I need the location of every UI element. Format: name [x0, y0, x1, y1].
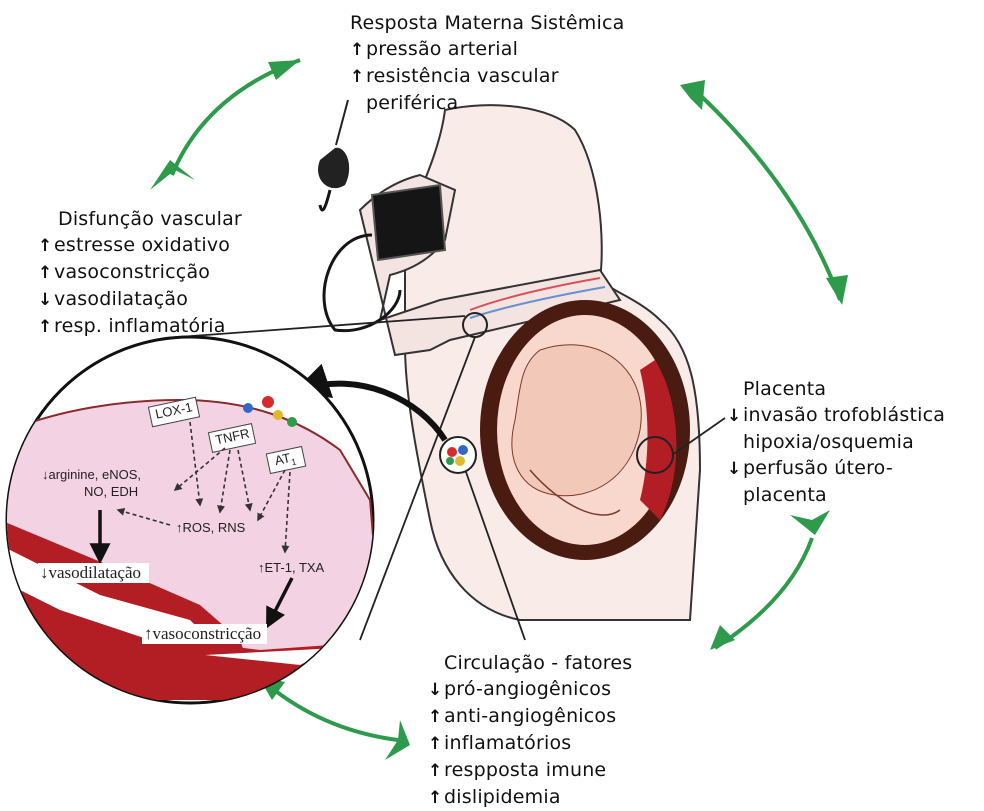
vascular-item: ↓vasodilatação [38, 286, 242, 313]
up-arrow-icon: ↑ [350, 64, 366, 90]
pregnant-figure [360, 105, 700, 620]
circulation-item: ↑anti-angiogênicos [428, 703, 632, 730]
vascular-item: ↑resp. inflamatória [38, 313, 242, 340]
up-arrow-icon: ↑ [428, 758, 444, 784]
vascular-item: ↑vasoconstricção [38, 259, 242, 286]
placenta-item: placenta [727, 482, 945, 508]
up-arrow-icon: ↑ [144, 624, 153, 643]
vascular-dysfunction-title: Disfunção vascular [38, 206, 242, 232]
vasodilation-label: ↓vasodilatação [38, 563, 149, 583]
placenta-item: ↓invasão trofoblástica [727, 402, 945, 429]
vasoconstriction-label: ↑vasoconstricção [142, 624, 267, 644]
cycle-arrow-top-left [150, 60, 300, 190]
up-arrow-icon: ↑ [428, 704, 444, 730]
circulation-title: Circulação - fatores [428, 650, 632, 676]
systemic-response-title: Resposta Materna Sistêmica [350, 10, 624, 36]
placenta-title: Placenta [727, 376, 945, 402]
et1-label: ↑ET-1, TXA [258, 560, 324, 575]
cycle-arrow-top-right [680, 80, 848, 305]
circulation-item: ↓pró-angiogênicos [428, 676, 632, 703]
cycle-arrow-right [710, 510, 830, 650]
up-arrow-icon: ↑ [38, 233, 54, 259]
placenta-item: hipoxia/osquemia [727, 429, 945, 455]
systemic-item: ↑resistência vascular [350, 63, 624, 90]
circulation-item: ↑dislipidemia [428, 784, 632, 811]
up-arrow-icon: ↑ [350, 37, 366, 63]
down-arrow-icon: ↓ [40, 563, 49, 582]
up-arrow-icon: ↑ [428, 785, 444, 811]
arginine-label: ↓arginine, eNOS, NO, EDH [42, 466, 141, 500]
circulation-item: ↑inflamatórios [428, 730, 632, 757]
ros-label: ↑ROS, RNS [176, 520, 245, 535]
up-arrow-icon: ↑ [428, 731, 444, 757]
placenta-item: ↓perfusão útero- [727, 455, 945, 482]
circulation-item: ↑respposta imune [428, 757, 632, 784]
up-arrow-icon: ↑ [38, 314, 54, 340]
placenta-block: Placenta ↓invasão trofoblástica hipoxia/… [727, 376, 945, 508]
cycle-arrow-bottom [258, 676, 410, 760]
systemic-item: periférica [350, 90, 624, 116]
down-arrow-icon: ↓ [727, 403, 743, 429]
down-arrow-icon: ↓ [727, 456, 743, 482]
up-arrow-icon: ↑ [38, 260, 54, 286]
vascular-dysfunction-block: Disfunção vascular ↑estresse oxidativo ↑… [38, 206, 242, 340]
down-arrow-icon: ↓ [38, 287, 54, 313]
systemic-response-block: Resposta Materna Sistêmica ↑pressão arte… [350, 10, 624, 116]
circulation-block: Circulação - fatores ↓pró-angiogênicos ↑… [428, 650, 632, 811]
vascular-item: ↑estresse oxidativo [38, 232, 242, 259]
systemic-item: ↑pressão arterial [350, 36, 624, 63]
down-arrow-icon: ↓ [428, 677, 444, 703]
